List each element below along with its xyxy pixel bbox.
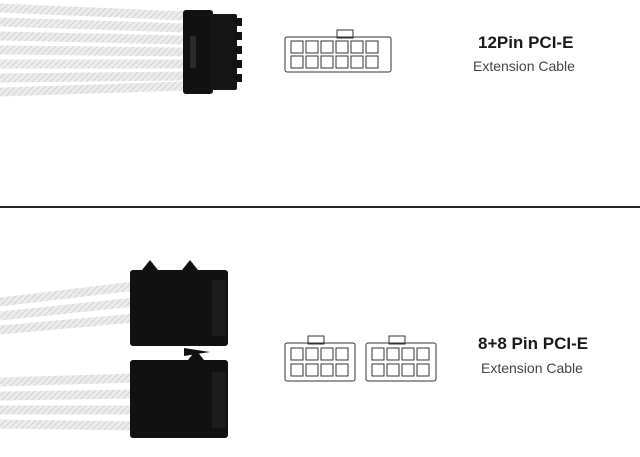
sleeved-cable-dual-8pin-icon [0, 260, 437, 438]
product-title: 12Pin PCI-E [478, 33, 574, 52]
product-panel-12pin: 12Pin PCI-E Extension Cable [0, 0, 640, 205]
product-subtitle: Extension Cable [481, 360, 583, 376]
connector-8pin-a [130, 260, 228, 356]
12pin-pinout-icon [284, 29, 392, 73]
connector-8pin-b [130, 350, 228, 438]
section-divider [0, 206, 640, 208]
8pin-pinout-icon-b [365, 335, 437, 382]
connector-12pin [183, 10, 242, 94]
product-subtitle: Extension Cable [473, 58, 575, 74]
product-panel-8plus8pin: 8+8 Pin PCI-E Extension Cable [0, 210, 640, 457]
cable-wires [0, 281, 136, 431]
8pin-pinout-icon-a [284, 335, 356, 382]
product-title: 8+8 Pin PCI-E [478, 334, 589, 353]
sleeved-cable-12pin-icon [0, 3, 392, 97]
cable-wires [0, 3, 186, 97]
